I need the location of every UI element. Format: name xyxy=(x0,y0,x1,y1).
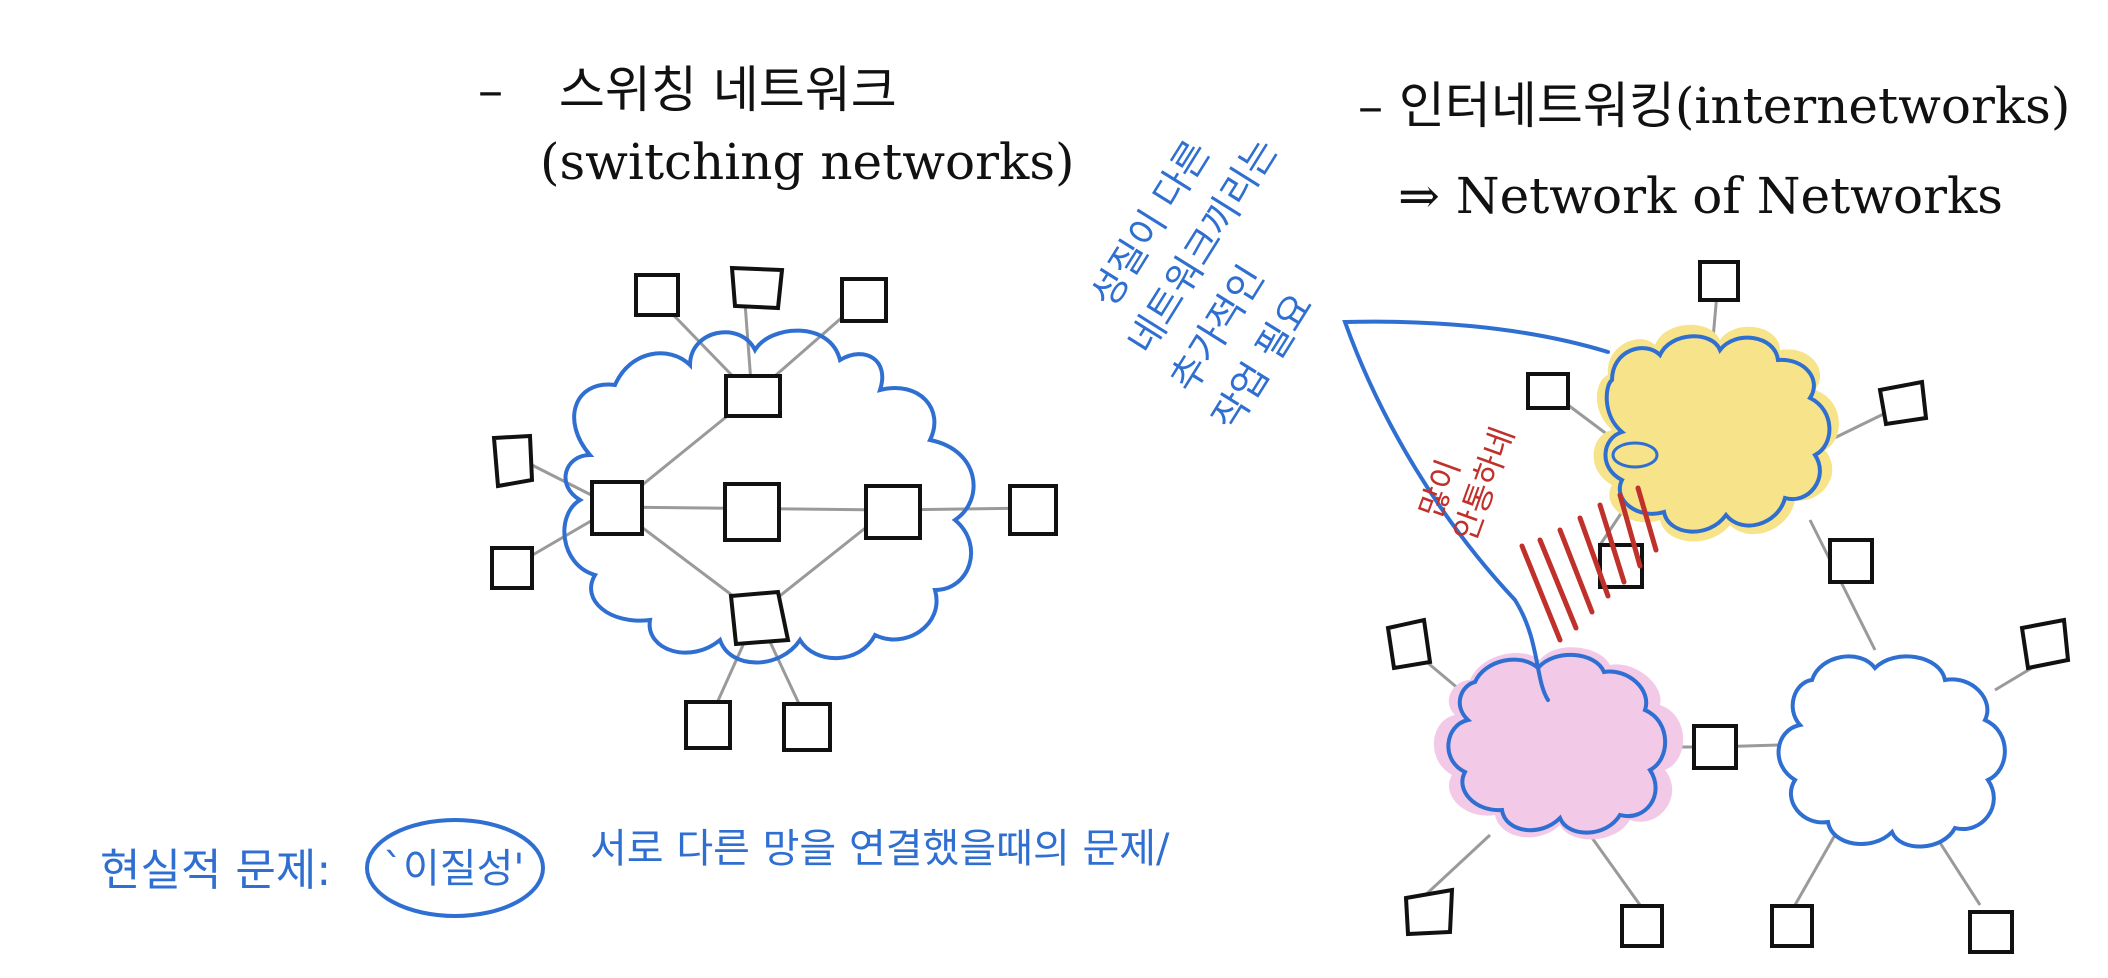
bottom-note-prefix: 현실적 문제: xyxy=(100,845,331,896)
switching-network-diagram xyxy=(490,265,1058,752)
node xyxy=(840,277,888,323)
yellow-network-cloud-outline xyxy=(1603,334,1832,534)
handwritten-red-note: 많이 안통하네 xyxy=(1412,422,1522,546)
left-heading-english: (switching networks) xyxy=(540,133,1075,191)
node xyxy=(1526,372,1570,410)
right-heading-text: 인터네트워킹(internetworks) xyxy=(1398,77,2071,135)
heterogeneity-circle xyxy=(365,818,545,918)
node xyxy=(491,433,535,489)
internetwork-diagram xyxy=(1342,260,2071,954)
handwritten-callout-note: 성질이 다른 네트워크끼리는 추가적인 작업 필요 xyxy=(1082,131,1321,438)
node xyxy=(2019,617,2071,671)
yellow-network-cloud xyxy=(1593,324,1839,542)
left-heading-dash: – xyxy=(478,61,503,119)
bottom-note-suffix: 서로 다른 망을 연결했을때의 문제/ xyxy=(590,826,1170,872)
switching-network-nodes xyxy=(490,265,1058,752)
left-heading-line1: – 스위칭 네트워크 xyxy=(478,58,897,122)
node xyxy=(1008,484,1058,536)
node xyxy=(1968,910,2014,954)
white-network-cloud-outline xyxy=(1776,654,2007,849)
node xyxy=(782,702,832,752)
node xyxy=(684,700,732,750)
node xyxy=(728,589,791,647)
yellow-cloud-scribble xyxy=(1611,441,1659,469)
node xyxy=(1385,617,1433,671)
switching-network-cloud xyxy=(562,328,976,665)
node xyxy=(1828,538,1874,584)
node xyxy=(724,374,782,418)
node xyxy=(729,265,785,311)
incompatibility-hatch-marks xyxy=(1519,485,1659,643)
node xyxy=(590,480,644,536)
callout-pointer xyxy=(1342,319,1610,702)
node xyxy=(1877,379,1929,427)
right-heading-dash: – xyxy=(1358,77,1383,135)
node xyxy=(1770,904,1814,948)
implies-arrow: ⇒ xyxy=(1398,167,1440,225)
pink-network-cloud xyxy=(1433,647,1684,840)
node xyxy=(1692,724,1738,770)
pink-network-cloud-outline xyxy=(1446,653,1668,835)
node xyxy=(723,482,781,542)
internetwork-nodes xyxy=(1385,260,2071,954)
right-heading-line2: ⇒ Network of Networks xyxy=(1398,164,2003,228)
node xyxy=(864,484,922,540)
node xyxy=(490,546,534,590)
handwritten-bottom-note: 현실적 문제: `이질성' 서로 다른 망을 연결했을때의 문제/ xyxy=(100,818,1170,918)
bottom-note-circled: `이질성' xyxy=(383,846,524,892)
left-heading-korean: 스위칭 네트워크 xyxy=(558,61,897,119)
right-heading-line1: – 인터네트워킹(internetworks) xyxy=(1358,74,2070,138)
node xyxy=(1698,260,1740,302)
right-heading-network-of-networks: Network of Networks xyxy=(1455,167,2003,225)
node xyxy=(1620,904,1664,948)
node xyxy=(1403,887,1455,937)
node xyxy=(634,273,680,317)
